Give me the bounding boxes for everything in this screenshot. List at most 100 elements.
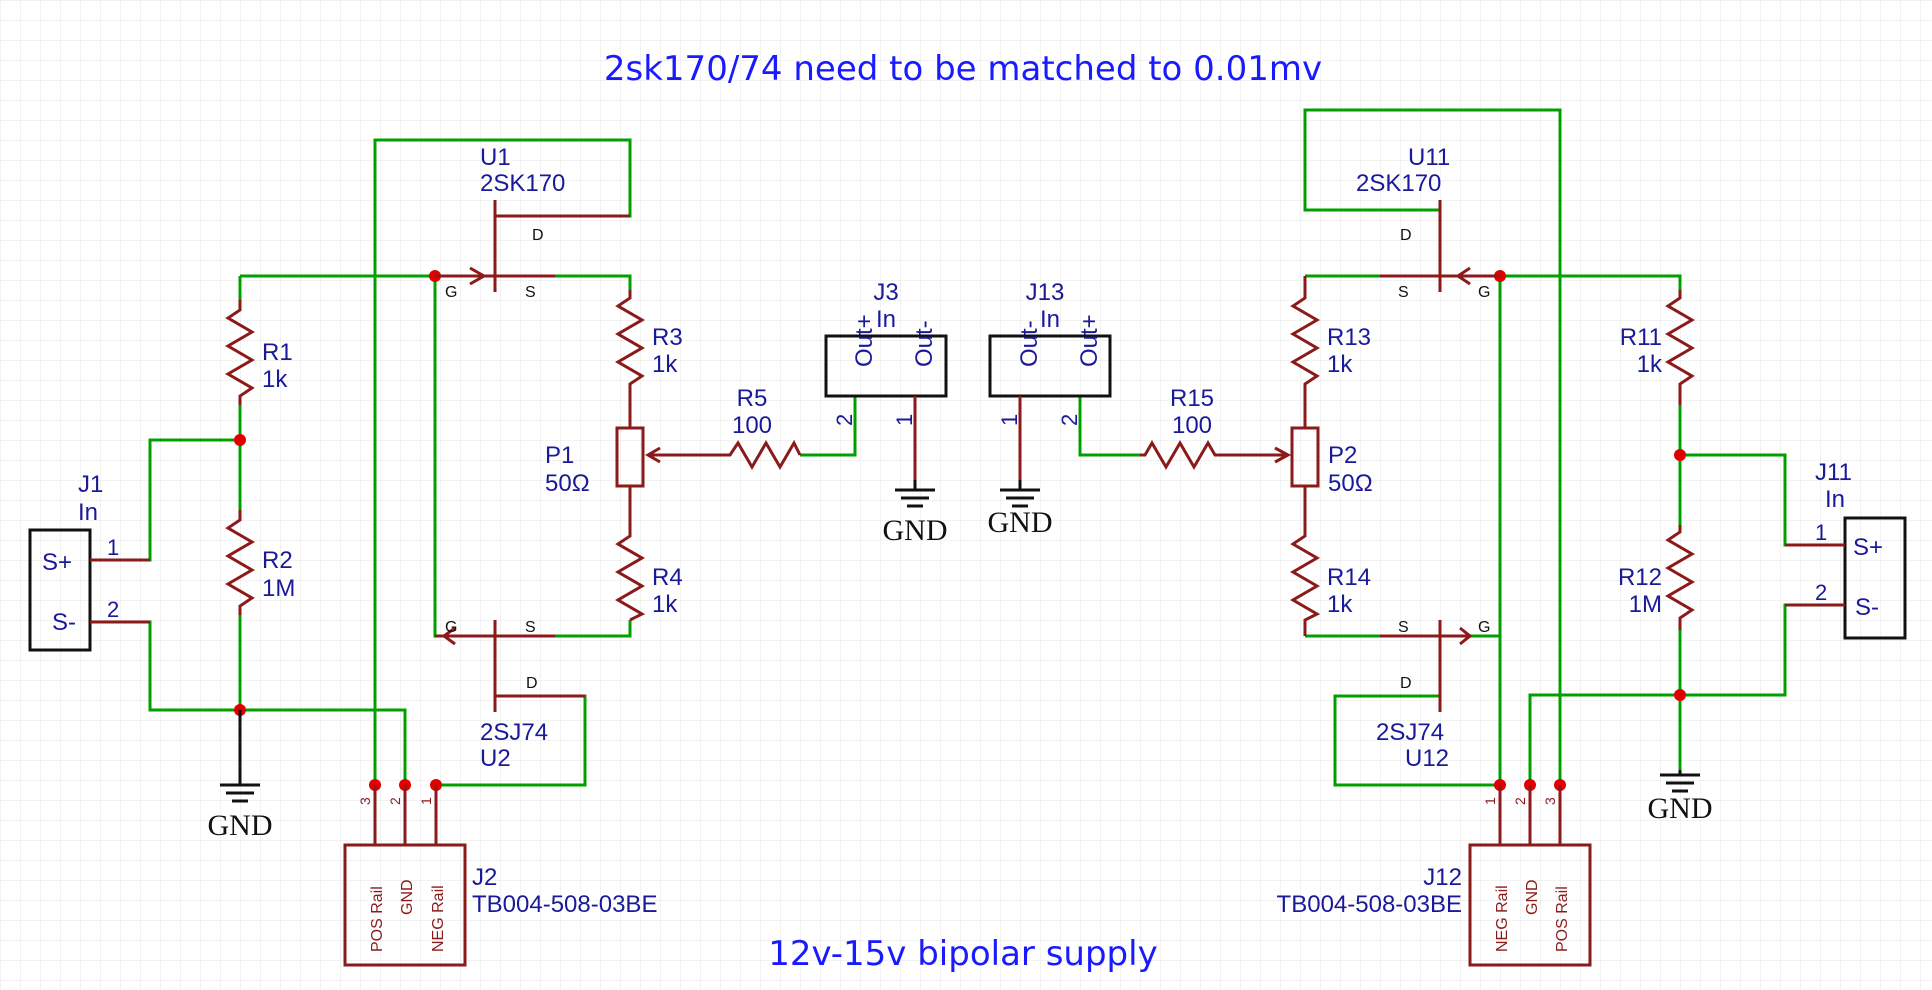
r13-value: 1k	[1327, 351, 1353, 378]
j13-pin-b: Out+	[1076, 314, 1103, 367]
j13-pin-num-2: 2	[1057, 414, 1082, 426]
j1-pin-plus: S+	[42, 549, 72, 576]
left-junctions	[234, 270, 442, 791]
r2-ref: R2	[262, 547, 293, 574]
j2-ref: J2	[472, 864, 497, 891]
ground-symbol-left: GND	[208, 710, 273, 842]
r1-ref: R1	[262, 339, 293, 366]
u1-pin-g: G	[445, 284, 457, 301]
right-circuit: D S G U11 2SK170 S G D 2SJ74 U12 R13 1k	[988, 108, 1907, 967]
resistor-r13: R13 1k	[1290, 276, 1371, 428]
j13-value: In	[1040, 306, 1060, 333]
ground-label-j3: GND	[883, 514, 948, 547]
j11-value: In	[1825, 486, 1845, 513]
jfet-u12: S G D 2SJ74 U12	[1376, 619, 1490, 772]
r4-value: 1k	[652, 591, 678, 618]
potentiometer-p2: P2 50Ω	[1230, 426, 1373, 530]
u12-pin-d: D	[1400, 675, 1412, 692]
r15-value: 100	[1172, 412, 1212, 439]
j2-pin-num-2: 2	[387, 797, 403, 805]
ground-label-left: GND	[208, 809, 273, 842]
j3-ref: J3	[873, 279, 898, 306]
r15-ref: R15	[1170, 385, 1214, 412]
r3-ref: R3	[652, 324, 683, 351]
u12-pin-s: S	[1398, 619, 1409, 636]
u11-ref: U11	[1408, 144, 1450, 171]
resistor-r14: R14 1k	[1290, 530, 1371, 636]
connector-j3: Out+ Out- 2 1 J3 In	[824, 279, 948, 480]
p2-value: 50Ω	[1328, 470, 1373, 497]
j12-pin-neg-rail: NEG Rail	[1494, 885, 1511, 952]
u1-value: 2SK170	[480, 170, 565, 197]
j1-value: In	[78, 499, 98, 526]
p2-ref: P2	[1328, 442, 1357, 469]
terminal-block-j12: 1 2 3 NEG Rail GND POS Rail J12 TB004-50…	[1277, 785, 1592, 967]
left-circuit: D G S U1 2SK170 G S D 2SJ74 U2 R1 1k R2	[28, 138, 948, 967]
resistor-r15: R15 100	[1140, 385, 1230, 470]
r1-value: 1k	[262, 366, 288, 393]
r14-ref: R14	[1327, 564, 1371, 591]
r12-value: 1M	[1629, 591, 1662, 618]
j13-pin-a: Out-	[1016, 320, 1043, 367]
j11-pin-plus: S+	[1853, 534, 1883, 561]
j12-pin-num-1: 1	[1482, 797, 1498, 805]
j3-pin-num-2: 2	[832, 414, 857, 426]
jfet-u11: D S G U11 2SK170	[1356, 144, 1500, 301]
j13-ref: J13	[1026, 279, 1065, 306]
resistor-r3: R3 1k	[615, 290, 683, 428]
j11-pin-minus: S-	[1855, 594, 1879, 621]
u2-value: 2SJ74	[480, 719, 548, 746]
title-bottom: 12v-15v bipolar supply	[768, 934, 1157, 974]
j2-value: TB004-508-03BE	[472, 891, 657, 918]
ground-label-right: GND	[1648, 792, 1713, 825]
r5-ref: R5	[737, 385, 768, 412]
ground-symbol-right: GND	[1648, 770, 1713, 825]
r4-ref: R4	[652, 564, 683, 591]
r5-value: 100	[732, 412, 772, 439]
j3-pin-b: Out-	[911, 320, 938, 367]
ground-symbol-j13: GND	[988, 480, 1053, 539]
u12-pin-g: G	[1478, 619, 1490, 636]
j11-pin-num-2: 2	[1815, 580, 1827, 605]
resistor-r1: R1 1k	[225, 300, 293, 405]
j12-pin-gnd: GND	[1524, 879, 1541, 915]
u12-ref: U12	[1405, 745, 1449, 772]
j3-pin-a: Out+	[851, 314, 878, 367]
ground-label-j13: GND	[988, 506, 1053, 539]
j3-pin-num-1: 1	[892, 414, 917, 426]
j2-pin-gnd: GND	[399, 879, 416, 915]
u11-value: 2SK170	[1356, 170, 1441, 197]
r2-value: 1M	[262, 575, 295, 602]
connector-j11: S+ S- 1 2 J11 In	[1785, 459, 1907, 640]
j12-ref: J12	[1423, 864, 1462, 891]
r3-value: 1k	[652, 351, 678, 378]
resistor-r11: R11 1k	[1620, 290, 1695, 405]
u11-pin-s: S	[1398, 284, 1409, 301]
r13-ref: R13	[1327, 324, 1371, 351]
u11-pin-g: G	[1478, 284, 1490, 301]
j1-pin-num-1: 1	[107, 535, 119, 560]
u2-pin-g: G	[445, 619, 457, 636]
ground-symbol-j3: GND	[883, 480, 948, 547]
title-top: 2sk170/74 need to be matched to 0.01mv	[604, 49, 1322, 89]
j13-pin-num-1: 1	[997, 414, 1022, 426]
u2-pin-s: S	[525, 619, 536, 636]
j2-pin-neg-rail: NEG Rail	[430, 885, 447, 952]
resistor-r4: R4 1k	[615, 530, 683, 622]
j12-value: TB004-508-03BE	[1277, 891, 1462, 918]
connector-j13: Out- Out+ 1 2 J13 In	[988, 279, 1112, 480]
p1-ref: P1	[545, 442, 574, 469]
r14-value: 1k	[1327, 591, 1353, 618]
j2-pin-num-3: 3	[357, 797, 373, 805]
connector-j1: S+ S- 1 2 J1 In	[28, 471, 150, 652]
resistor-r5: R5 100	[705, 385, 802, 470]
r11-value: 1k	[1637, 351, 1663, 378]
r11-ref: R11	[1620, 324, 1662, 351]
j2-pin-num-1: 1	[418, 797, 434, 805]
j1-pin-num-2: 2	[107, 597, 119, 622]
u1-ref: U1	[480, 144, 511, 171]
u12-value: 2SJ74	[1376, 719, 1444, 746]
j3-value: In	[876, 306, 896, 333]
